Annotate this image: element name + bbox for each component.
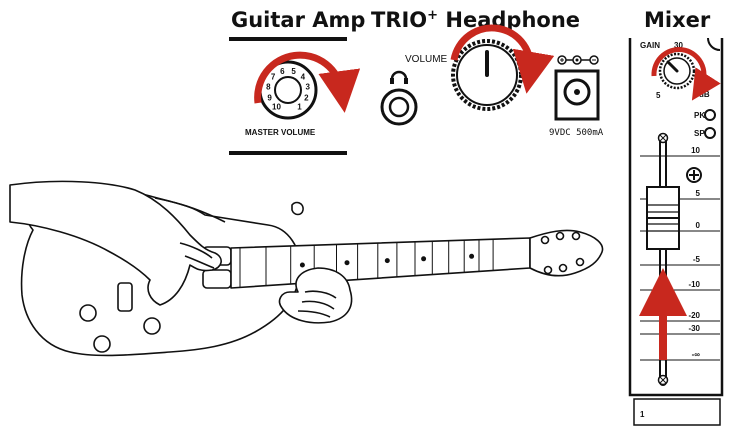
mixer-channel-strip xyxy=(628,38,724,397)
fret-marker xyxy=(344,260,350,266)
trio-volume-knob[interactable] xyxy=(451,39,523,111)
sp-led xyxy=(704,127,716,139)
power-spec-label: 9VDC 500mA xyxy=(549,128,604,138)
fader-scale-label: 10 xyxy=(691,146,700,155)
fader-scale: 10 5 0 -5 -10 -20 -30 -∞ xyxy=(640,146,720,361)
tuner-peg xyxy=(575,257,585,267)
gain-arrow xyxy=(651,47,721,101)
channel-label: 1 xyxy=(640,410,645,419)
amp-knob-number: 2 xyxy=(304,94,309,103)
gain-label: GAIN xyxy=(640,41,660,50)
volume-label: VOLUME xyxy=(405,54,448,65)
fret-marker xyxy=(299,262,305,268)
mixer-heading: Mixer xyxy=(644,8,711,32)
tuner-peg xyxy=(543,265,553,275)
amp-bottom-bar xyxy=(229,151,347,155)
amp-knob-number: 6 xyxy=(280,67,285,76)
amp-knob-number: 10 xyxy=(272,102,281,111)
trio-headphone-section: TRIO+ Headphone VOLUME xyxy=(371,8,604,138)
pk-led xyxy=(704,109,716,121)
fader-top-screw xyxy=(657,132,669,144)
guitar-amp-heading: Guitar Amp xyxy=(231,8,365,32)
fader-scale-label: -5 xyxy=(693,255,701,264)
gain-scale-5: 5 xyxy=(656,91,661,100)
amp-knob-number: 7 xyxy=(271,73,276,82)
amp-volume-arrow xyxy=(254,51,361,113)
fret-marker xyxy=(469,253,475,259)
tuner-peg xyxy=(558,263,568,273)
fader-scale-label: 0 xyxy=(696,221,701,230)
mixer-section: Mixer GAIN 30 5 dB PK SP 105 xyxy=(628,8,724,426)
amp-knob-number: 9 xyxy=(267,94,272,103)
headphone-jack[interactable] xyxy=(380,88,418,126)
polarity-icon xyxy=(557,55,599,65)
master-volume-label: MASTER VOLUME xyxy=(245,128,316,137)
gain-knob[interactable] xyxy=(658,52,696,90)
sp-label: SP xyxy=(694,129,705,138)
amp-knob-number: 1 xyxy=(297,102,302,111)
amp-knob-number: 5 xyxy=(291,67,296,76)
tuner-peg xyxy=(555,231,565,241)
fader-scale-label: -30 xyxy=(688,324,700,333)
amp-knob-number: 4 xyxy=(301,73,306,82)
amp-knob-number: 8 xyxy=(266,83,271,92)
amp-top-bar xyxy=(229,37,347,41)
headphone-icon xyxy=(390,70,408,80)
fret-marker xyxy=(421,256,427,262)
fader-scale-label: -10 xyxy=(688,280,700,289)
fader-bottom-screw xyxy=(657,374,669,386)
fader-scale-label: -20 xyxy=(688,311,700,320)
trio-volume-arrow xyxy=(450,24,555,94)
channel-select-icon xyxy=(686,167,702,183)
tuner-peg xyxy=(540,235,550,245)
electric-guitar xyxy=(9,180,604,357)
tuner-peg xyxy=(571,231,581,241)
dc-power-jack[interactable] xyxy=(554,69,600,121)
pk-label: PK xyxy=(694,111,705,120)
channel-label-box xyxy=(633,398,721,426)
gain-scale-30: 30 xyxy=(674,41,683,50)
channel-fader-cap[interactable] xyxy=(646,186,680,250)
fader-scale-label: 5 xyxy=(696,189,701,198)
fret-marker xyxy=(384,258,390,264)
gain-scale-db: dB xyxy=(699,90,710,99)
fader-scale-label: -∞ xyxy=(692,350,701,359)
amp-knob-number: 3 xyxy=(305,83,310,92)
